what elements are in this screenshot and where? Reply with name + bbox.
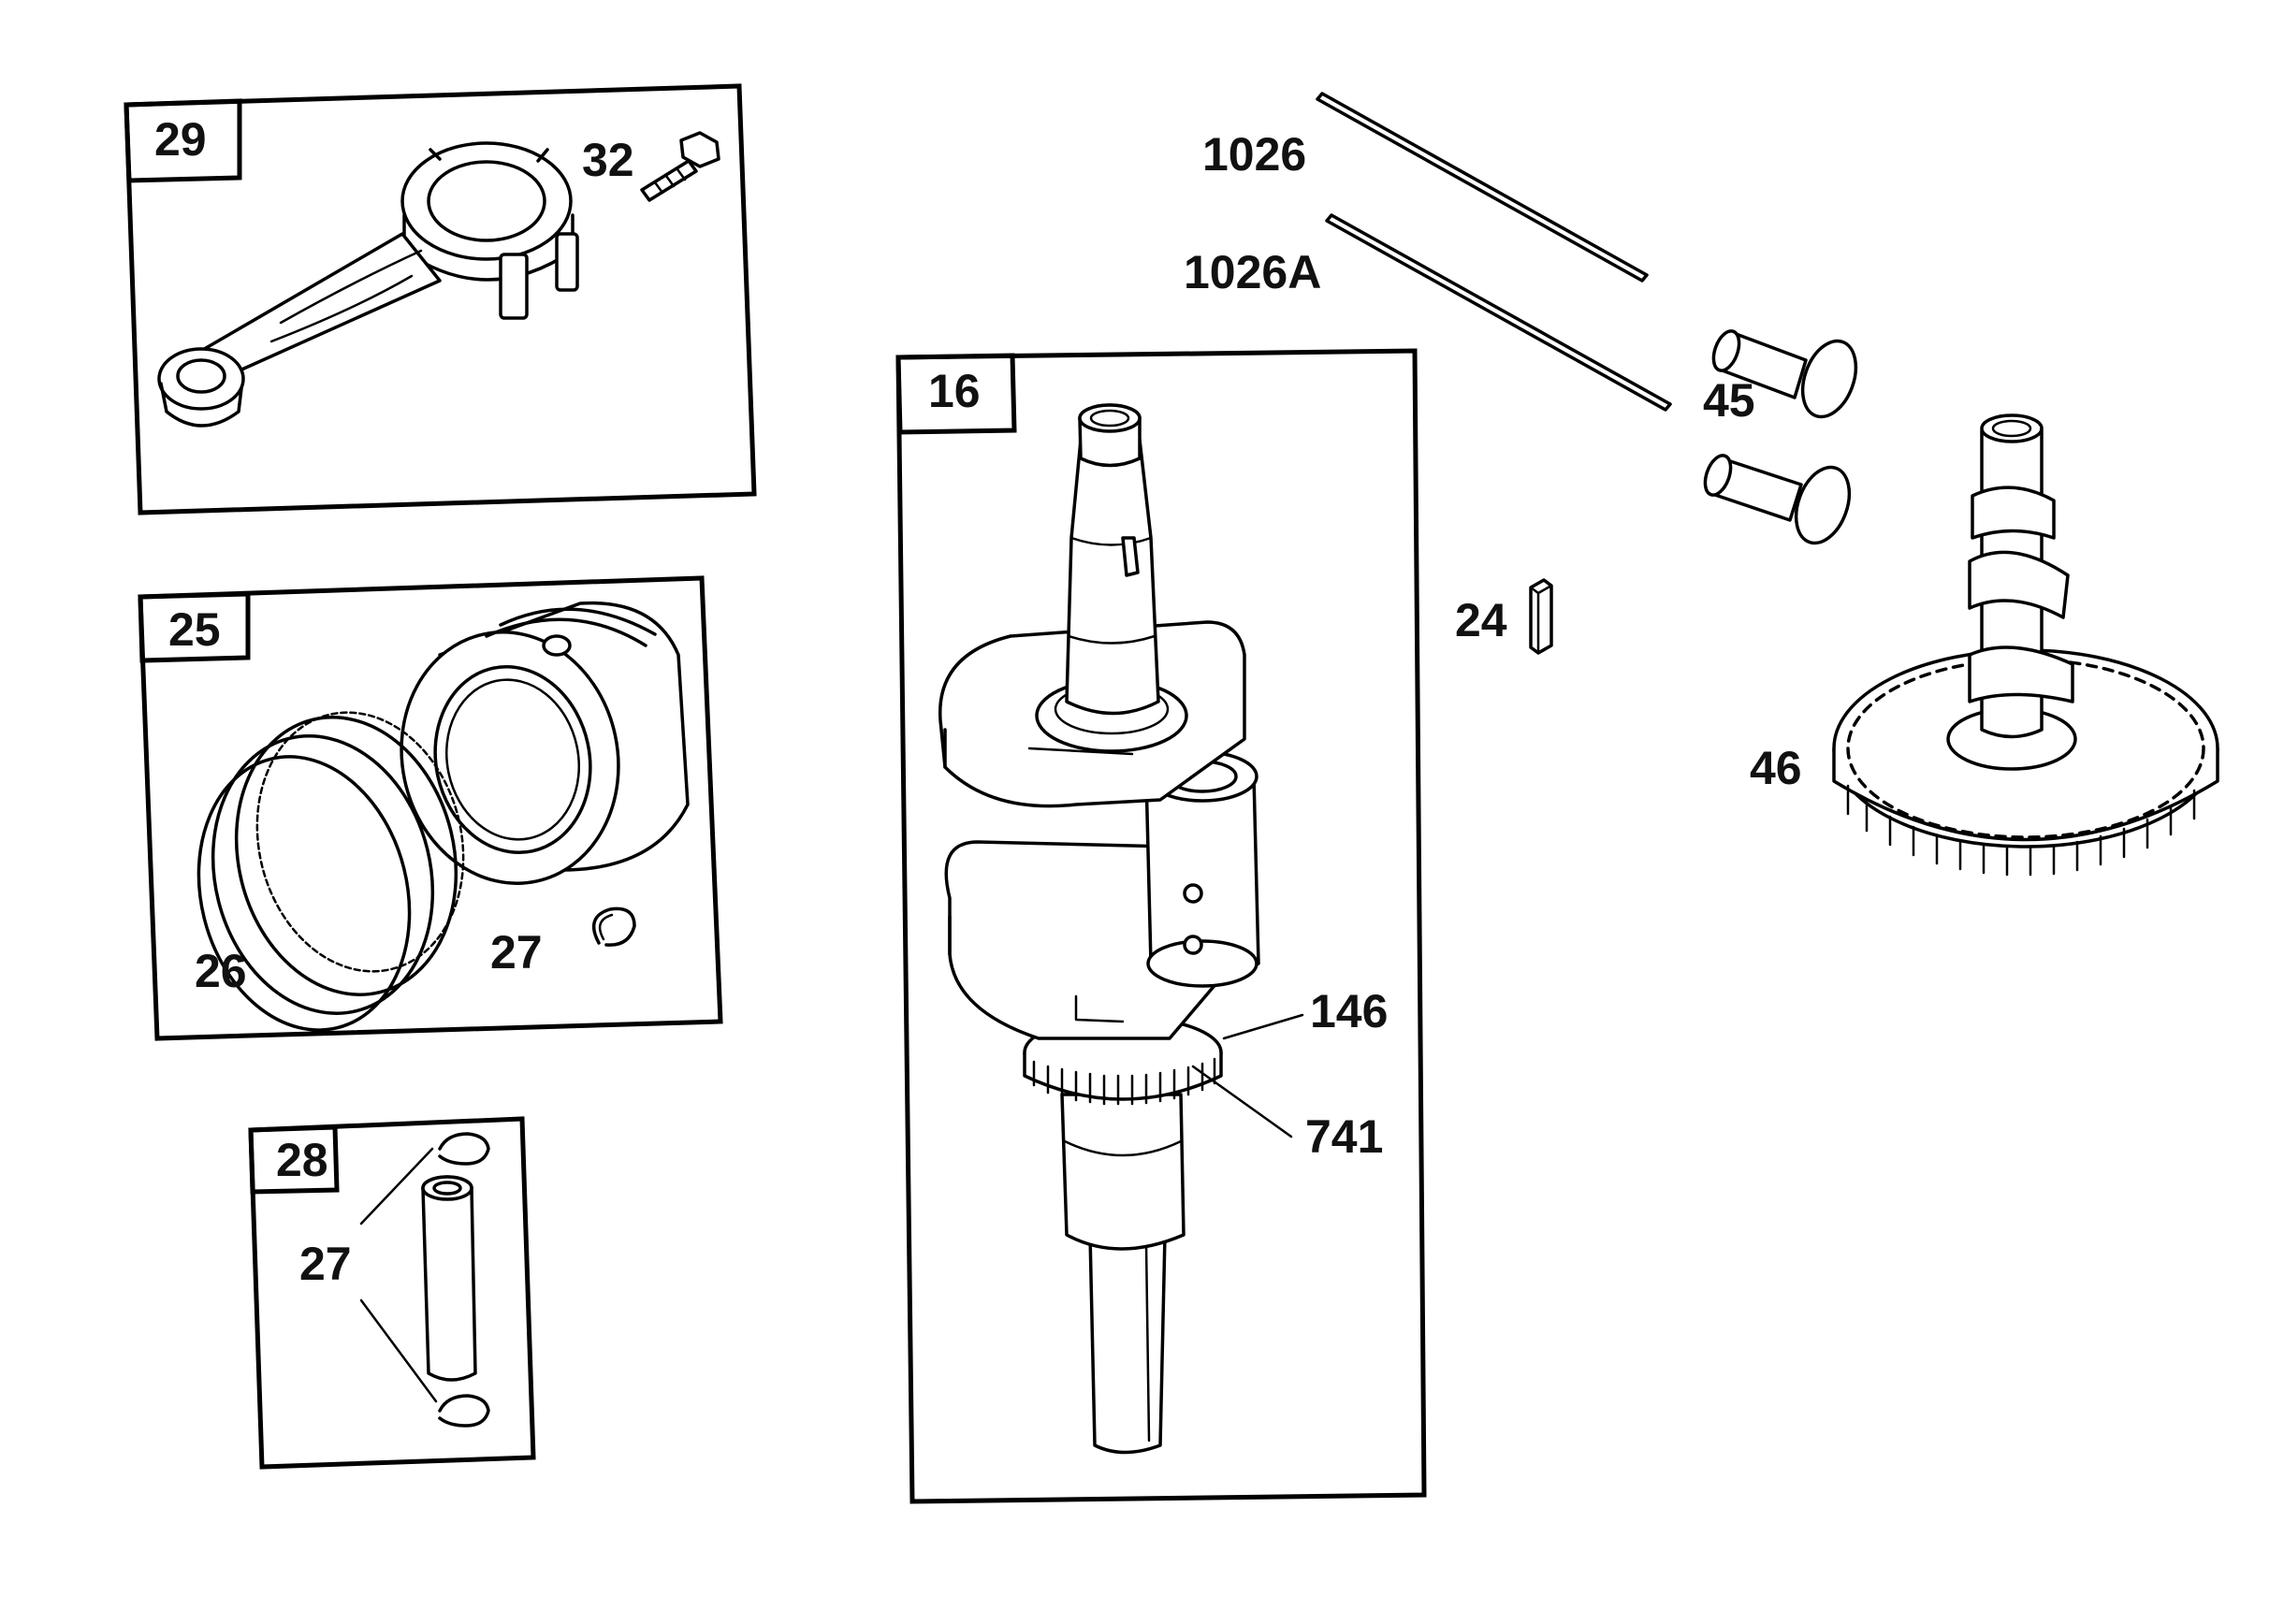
- box-29-group: 29 32: [124, 83, 757, 515]
- callout-1026a: 1026A: [1184, 246, 1321, 298]
- callout-24: 24: [1455, 594, 1507, 646]
- camshaft-part: [1832, 413, 2219, 877]
- push-rod-1026a: [1325, 213, 1672, 412]
- callout-46: 46: [1750, 742, 1802, 794]
- box-25-group: 25 26 27: [138, 575, 723, 1041]
- piston-rings-part: [196, 711, 465, 1032]
- retaining-ring-part: [591, 906, 636, 947]
- box-28-label: 28: [276, 1134, 328, 1186]
- box-29-label-frame: [124, 98, 242, 183]
- box-25-label: 25: [168, 603, 221, 656]
- box-28-label-frame: [248, 1124, 340, 1195]
- leader-741: [1191, 1065, 1293, 1138]
- box-16-group: 16: [895, 348, 1427, 1504]
- push-rod-1026: [1316, 92, 1649, 283]
- connecting-rod-part: [157, 141, 579, 428]
- callout-741: 741: [1305, 1110, 1383, 1163]
- box-28-group: 28 27: [248, 1116, 536, 1470]
- valve-lower: [1703, 454, 1852, 545]
- callout-1026: 1026: [1202, 128, 1306, 181]
- box-28-frame: [248, 1116, 536, 1470]
- box-16-frame: [895, 348, 1427, 1504]
- retaining-ring-bottom: [438, 1394, 490, 1428]
- box-25-frame: [138, 575, 723, 1041]
- bolt-part: [640, 131, 720, 202]
- retaining-ring-top: [438, 1132, 490, 1166]
- leader-146: [1222, 1013, 1304, 1040]
- piston-part: [400, 601, 690, 885]
- valve-upper: [1711, 329, 1858, 419]
- box-16-label-frame: [895, 353, 1017, 435]
- leader-27-top: [359, 1147, 434, 1225]
- wrist-pin-part: [421, 1175, 477, 1382]
- callout-45: 45: [1703, 374, 1755, 427]
- box-29-label: 29: [154, 113, 207, 166]
- box-29-frame: [124, 83, 757, 515]
- callout-26: 26: [195, 945, 247, 997]
- leader-27-bottom: [359, 1298, 438, 1403]
- callout-32: 32: [582, 134, 634, 186]
- crankshaft-part: [938, 403, 1260, 1455]
- key-part: [1529, 578, 1553, 655]
- callout-27-pin: 27: [299, 1238, 352, 1290]
- box-25-label-frame: [138, 591, 251, 663]
- callout-146: 146: [1310, 985, 1388, 1037]
- callout-27-ring: 27: [490, 926, 543, 979]
- box-16-label: 16: [928, 365, 981, 417]
